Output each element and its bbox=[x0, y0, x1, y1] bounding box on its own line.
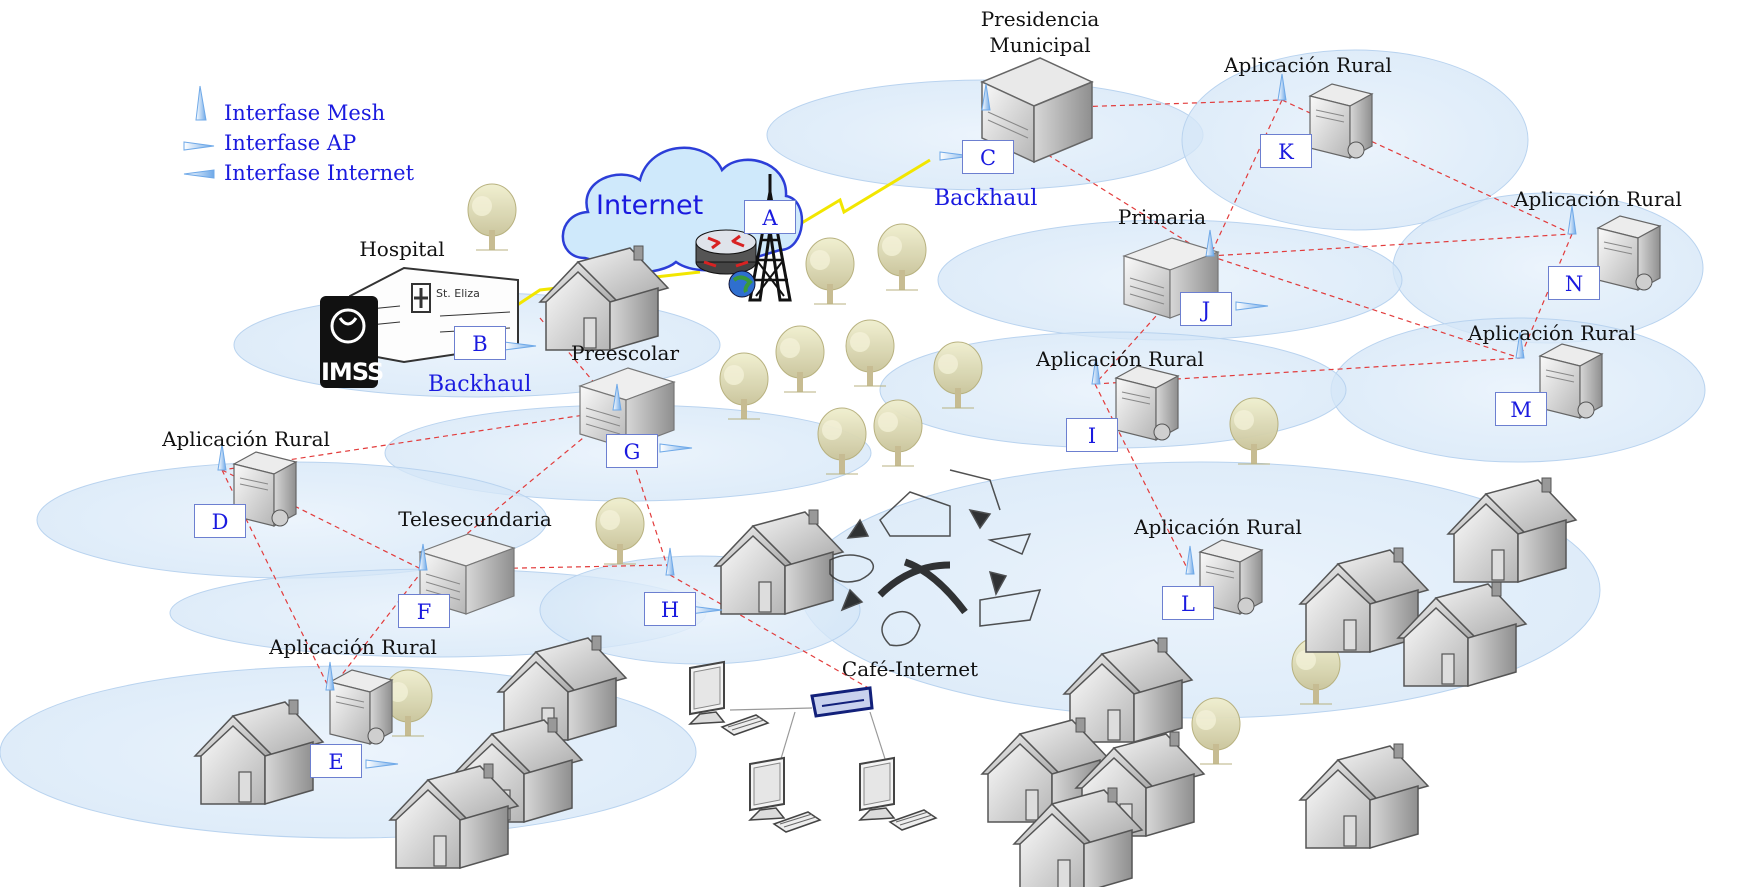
caption-rural-e: Aplicación Rural bbox=[269, 635, 437, 659]
caption-primaria: Primaria bbox=[1117, 205, 1207, 229]
node-i: I bbox=[1066, 418, 1118, 452]
node-f: F bbox=[398, 594, 450, 628]
node-g: G bbox=[606, 434, 658, 468]
node-j: J bbox=[1180, 292, 1232, 326]
node-k: K bbox=[1260, 134, 1312, 168]
caption-hospital: Hospital bbox=[359, 237, 445, 261]
node-l: L bbox=[1162, 586, 1214, 620]
caption-cafe-internet: Café-Internet bbox=[841, 657, 979, 681]
node-antennas bbox=[217, 73, 1577, 769]
backhaul-label-hospital: Backhaul bbox=[428, 372, 532, 397]
internet-cloud-label: Internet bbox=[596, 190, 704, 221]
caption-rural-m: Aplicación Rural bbox=[1468, 321, 1636, 345]
node-b: B bbox=[454, 326, 506, 360]
imss-logo bbox=[320, 296, 378, 388]
legend-icons bbox=[183, 85, 215, 179]
node-e: E bbox=[310, 744, 362, 778]
legend-ap: Interfase AP bbox=[224, 131, 357, 155]
agriculture-sketch bbox=[829, 469, 1042, 647]
legend-internet: Interfase Internet bbox=[224, 161, 415, 185]
cafe-links bbox=[729, 707, 887, 763]
legend-mesh: Interfase Mesh bbox=[224, 101, 386, 125]
caption-rural-n: Aplicación Rural bbox=[1514, 187, 1682, 211]
node-m: M bbox=[1495, 392, 1547, 426]
node-c: C bbox=[962, 140, 1014, 174]
caption-rural-d: Aplicación Rural bbox=[162, 427, 330, 451]
caption-rural-i: Aplicación Rural bbox=[1036, 347, 1204, 371]
hospital-sign: St. Eliza bbox=[436, 287, 480, 300]
imss-label: IMSS bbox=[321, 358, 384, 386]
caption-rural-k: Aplicación Rural bbox=[1224, 53, 1392, 77]
caption-telesecundaria: Telesecundaria bbox=[398, 507, 552, 531]
node-d: D bbox=[194, 504, 246, 538]
node-h: H bbox=[644, 592, 696, 626]
node-a: A bbox=[744, 200, 796, 234]
node-n: N bbox=[1548, 266, 1600, 300]
router-icon bbox=[695, 229, 757, 298]
caption-preescolar: Preescolar bbox=[570, 341, 680, 365]
caption-presidencia: Presidencia Municipal bbox=[980, 7, 1100, 57]
caption-rural-l: Aplicación Rural bbox=[1134, 515, 1302, 539]
cafe-internet-equipment bbox=[689, 661, 937, 833]
backhaul-label-presidencia: Backhaul bbox=[934, 186, 1038, 211]
